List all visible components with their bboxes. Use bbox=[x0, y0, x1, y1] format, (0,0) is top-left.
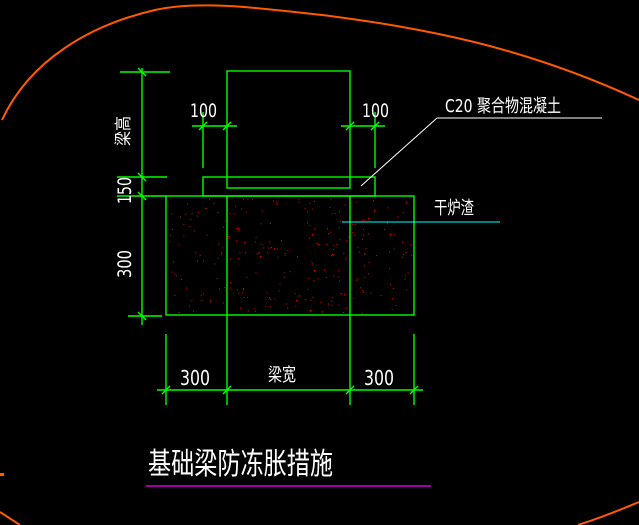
drawing-title: 基础梁防冻胀措施 bbox=[148, 447, 333, 482]
beam-width-label: 梁宽 bbox=[268, 365, 296, 386]
slag-fill-pattern bbox=[169, 198, 412, 314]
dim-top-left: 100 bbox=[190, 100, 217, 122]
c20-concrete-label: C20 聚合物混凝土 bbox=[445, 96, 561, 117]
markup-curve-fragment bbox=[0, 473, 4, 476]
dim-left-upper: 150 bbox=[114, 177, 136, 204]
markup-curve-bottom-right bbox=[577, 501, 639, 525]
beam-section bbox=[117, 67, 423, 405]
dim-bottom-left: 300 bbox=[180, 366, 210, 390]
beam-rectangle bbox=[226, 70, 351, 189]
dim-bottom-right: 300 bbox=[364, 366, 394, 390]
c20-leader-line bbox=[360, 117, 602, 187]
beam-height-label: 梁高 bbox=[114, 116, 134, 146]
c20-concrete-layer bbox=[202, 176, 376, 197]
markup-curve bbox=[1, 4, 639, 121]
dim-left-lower: 300 bbox=[114, 250, 136, 278]
slag-bed-rectangle bbox=[165, 195, 415, 316]
dim-top-right: 100 bbox=[362, 100, 389, 122]
markup-curve-bottom-left bbox=[0, 511, 21, 525]
slag-label: 干炉渣 bbox=[434, 198, 474, 219]
